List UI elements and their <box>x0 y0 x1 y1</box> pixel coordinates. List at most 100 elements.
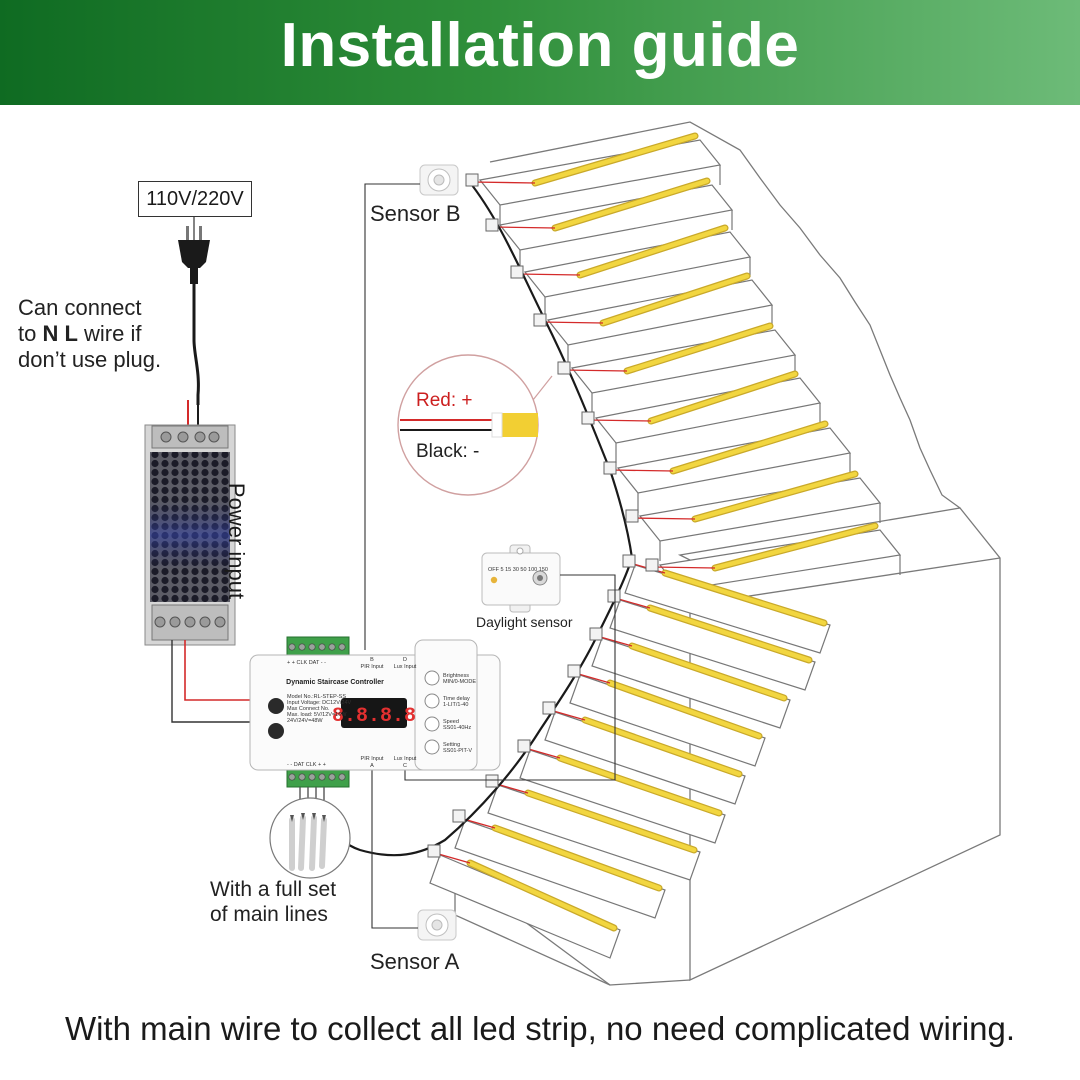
terminal-screw <box>318 643 326 651</box>
wire-connector <box>607 589 621 603</box>
lower-step <box>487 782 701 881</box>
wire-connector <box>603 461 617 475</box>
wire-connector <box>427 844 441 858</box>
sensor-a-device <box>417 909 457 941</box>
terminal-screw <box>298 773 306 781</box>
svg-text:C: C <box>403 763 407 769</box>
upper-step <box>609 420 852 513</box>
svg-text:OFF 5 15 30 50 100 150: OFF 5 15 30 50 100 150 <box>488 567 548 573</box>
upper-step <box>631 470 882 561</box>
terminal-screw <box>308 773 316 781</box>
controller-button-sub: 1-LIT/1-40 <box>443 702 468 708</box>
page-title: Installation guide <box>280 11 800 80</box>
wire-connector <box>465 173 479 187</box>
svg-text:A: A <box>370 763 374 769</box>
upper-step <box>651 522 902 610</box>
wire-connector <box>452 809 466 823</box>
wire-connector <box>485 774 499 788</box>
svg-text:B: B <box>370 657 374 663</box>
wire-connector <box>645 558 659 572</box>
lower-step <box>429 852 621 959</box>
lower-step <box>544 709 746 805</box>
title-banner: Installation guide <box>0 0 1080 105</box>
terminal-screw <box>298 643 306 651</box>
power-input-label: Power input <box>224 482 250 600</box>
terminal-screw <box>338 643 346 651</box>
plug-note-line3: don’t use plug. <box>18 346 162 372</box>
wire-connector <box>510 265 524 279</box>
wire-connector <box>589 627 603 641</box>
voltage-label: 110V/220V <box>138 181 252 217</box>
wire-detail-magnifier <box>397 354 553 496</box>
daylight-sensor-device: OFF 5 15 30 50 100 150 <box>481 544 561 613</box>
controller-button-label: Setting <box>443 742 460 748</box>
controller-spec-line: Input Voltage: DC12V/24V <box>287 700 352 706</box>
controller-button-sub: SS01-PIT-V <box>443 748 472 754</box>
upper-step <box>516 224 752 317</box>
svg-text:+ + CLK DAT - -: + + CLK DAT - - <box>287 660 326 666</box>
lower-step <box>454 817 666 919</box>
sensor-b-cable <box>364 183 420 650</box>
black-wire-label: Black: - <box>416 441 480 462</box>
main-lines-bundle <box>269 787 351 879</box>
terminal-screw <box>288 773 296 781</box>
controller-spec-line: Max. load: 5V/12V=16W <box>287 712 347 718</box>
terminal-screw <box>318 773 326 781</box>
svg-text:PIR Input: PIR Input <box>361 756 384 762</box>
upper-step <box>471 132 722 225</box>
controller-spec-line: 24V/24V=48W <box>287 718 323 724</box>
svg-text:D: D <box>403 657 407 663</box>
terminal-screw <box>328 773 336 781</box>
terminal-screw <box>288 643 296 651</box>
wire-connector <box>533 313 547 327</box>
controller-button-label: Brightness <box>443 673 469 679</box>
svg-text:Lux Input: Lux Input <box>394 756 417 762</box>
wire-connector <box>485 218 499 232</box>
red-wire-label: Red: + <box>416 390 473 411</box>
terminal-screw <box>328 643 336 651</box>
wire-connector <box>517 739 531 753</box>
lower-step <box>519 747 726 844</box>
sensor-b-device <box>419 164 459 196</box>
upper-step <box>539 272 774 365</box>
controller-spec-line: Model No.:RL-STEP-SS <box>287 694 346 700</box>
controller-button-label: Speed <box>443 719 459 725</box>
lower-step <box>609 597 816 691</box>
staircase-controller: 8.8.8.8 Dynamic Staircase Controller Mod… <box>249 636 501 788</box>
main-lines-note: With a full set of main lines <box>210 878 337 926</box>
svg-text:PIR Input: PIR Input <box>361 664 384 670</box>
plug-note: Can connect to N L wire if don’t use plu… <box>18 295 161 373</box>
lower-flight-steps <box>429 562 831 959</box>
wire-connector <box>622 554 636 568</box>
terminal-screw <box>338 773 346 781</box>
controller-button-sub: MIN/0-MODE <box>443 679 476 685</box>
plug-note-line1: Can connect <box>18 295 142 320</box>
upper-step <box>563 322 797 413</box>
daylight-sensor-cable <box>404 574 616 781</box>
wire-connector <box>625 509 639 523</box>
plug-icon <box>178 215 210 284</box>
power-supply-unit <box>144 424 236 646</box>
svg-text:8.8.8.8: 8.8.8.8 <box>332 705 416 728</box>
lower-step <box>569 672 766 767</box>
controller-button-sub: SS01-40Hz <box>443 725 471 731</box>
daylight-sensor-label: Daylight sensor <box>476 614 573 630</box>
lower-step <box>591 635 791 729</box>
wire-connector <box>567 664 581 678</box>
controller-button-label: Time delay <box>443 696 470 702</box>
terminal-screw <box>308 643 316 651</box>
plug-note-line2: to N L wire if <box>18 320 142 346</box>
controller-spec-line: Max Connect No. <box>287 706 330 712</box>
svg-text:Dynamic Staircase Controller: Dynamic Staircase Controller <box>286 679 384 686</box>
wire-connector <box>542 701 556 715</box>
svg-text:Lux Input: Lux Input <box>394 664 417 670</box>
wire-connector <box>581 411 595 425</box>
sensor-a-label: Sensor A <box>370 949 460 974</box>
footer-caption: With main wire to collect all led strip,… <box>64 1010 1016 1047</box>
upper-flight-steps <box>471 132 902 610</box>
